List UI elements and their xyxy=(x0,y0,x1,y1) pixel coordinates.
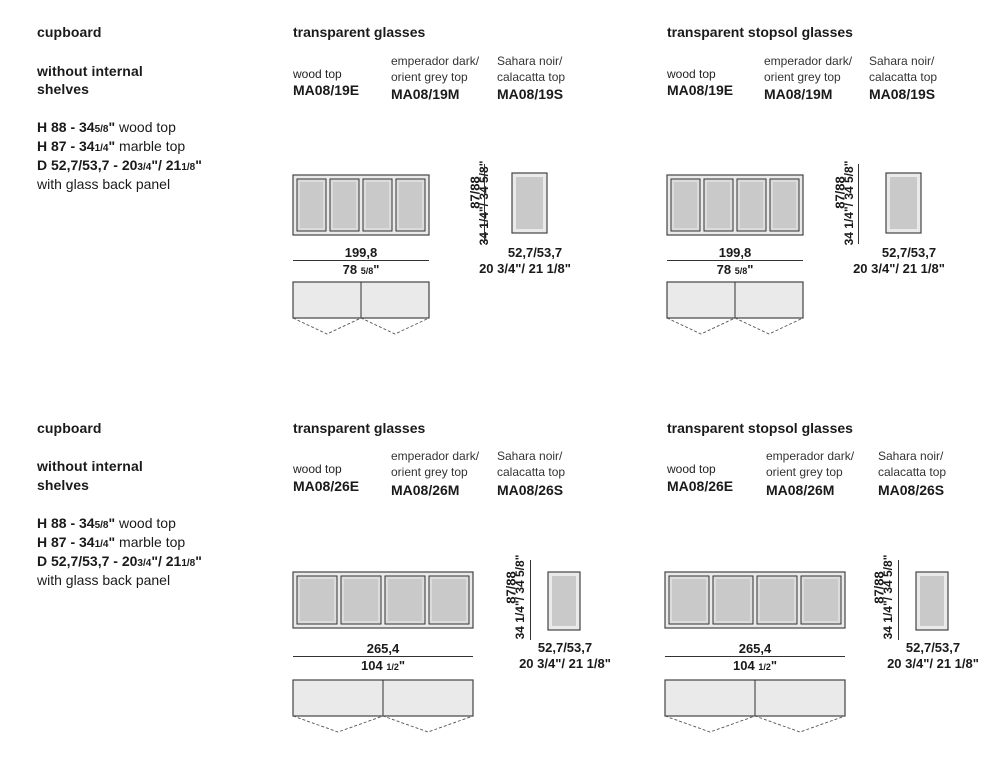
height-dimension-line xyxy=(858,164,859,244)
dimension-line xyxy=(293,260,429,261)
side-view-drawing xyxy=(511,172,548,234)
block-title: cupboard xyxy=(37,24,102,40)
spec-depth: D 52,7/53,7 - 203/4"/ 211/8" xyxy=(37,553,202,569)
emperador-code: MA08/19M xyxy=(391,86,460,102)
block-subtitle: without internal xyxy=(37,458,143,474)
width-inch: 78 5/8" xyxy=(342,262,380,277)
wood-top-label: wood top xyxy=(667,462,716,476)
emperador-label: emperador dark/ xyxy=(766,449,855,463)
dimension-line xyxy=(665,656,845,657)
height-dimension-line xyxy=(898,560,899,640)
group-title: transparent stopsol glasses xyxy=(667,420,853,436)
emperador-label: emperador dark/ xyxy=(391,449,480,463)
depth-inch: 20 3/4"/ 21 1/8" xyxy=(853,261,945,276)
plan-view-drawing xyxy=(292,679,474,733)
side-view-drawing xyxy=(915,571,949,631)
wood-top-code: MA08/26E xyxy=(293,478,360,494)
spec-back-panel: with glass back panel xyxy=(37,572,171,588)
emperador-label: emperador dark/ xyxy=(764,54,853,68)
sahara-label: calacatta top xyxy=(497,70,566,84)
sahara-label: Sahara noir/ xyxy=(878,449,944,463)
block-title: cupboard xyxy=(37,420,102,436)
front-view-drawing xyxy=(666,174,804,236)
group-title: transparent stopsol glasses xyxy=(667,24,853,40)
emperador-label: orient grey top xyxy=(391,465,468,479)
width-cm: 265,4 xyxy=(366,641,400,656)
height-inch: 34 1/4"/ 34 5/8" xyxy=(513,554,527,640)
sahara-label: Sahara noir/ xyxy=(497,449,563,463)
sahara-code: MA08/26S xyxy=(878,482,945,498)
emperador-label: orient grey top xyxy=(766,465,843,479)
spec-h87: H 87 - 341/4" marble top xyxy=(37,534,186,550)
width-cm: 199,8 xyxy=(718,245,752,260)
sahara-label: calacatta top xyxy=(497,465,566,479)
dimension-line xyxy=(293,656,473,657)
emperador-code: MA08/26M xyxy=(391,482,460,498)
depth-inch: 20 3/4"/ 21 1/8" xyxy=(519,656,611,671)
sahara-label: calacatta top xyxy=(878,465,947,479)
block-subtitle: shelves xyxy=(37,81,90,97)
spec-h88: H 88 - 345/8" wood top xyxy=(37,119,176,135)
depth-inch: 20 3/4"/ 21 1/8" xyxy=(479,261,571,276)
depth-cm: 52,7/53,7 xyxy=(507,245,563,260)
wood-top-code: MA08/26E xyxy=(667,478,734,494)
height-inch: 34 1/4"/ 34 5/8" xyxy=(842,160,856,246)
spec-h87: H 87 - 341/4" marble top xyxy=(37,138,186,154)
group-title: transparent glasses xyxy=(293,24,426,40)
width-inch: 104 1/2" xyxy=(360,658,405,673)
sahara-label: Sahara noir/ xyxy=(869,54,935,68)
emperador-label: orient grey top xyxy=(764,70,841,84)
wood-top-label: wood top xyxy=(293,67,342,81)
wood-top-label: wood top xyxy=(667,67,716,81)
spec-back-panel: with glass back panel xyxy=(37,176,171,192)
group-title: transparent glasses xyxy=(293,420,426,436)
spec-h88: H 88 - 345/8" wood top xyxy=(37,515,176,531)
emperador-label: orient grey top xyxy=(391,70,468,84)
sahara-code: MA08/26S xyxy=(497,482,564,498)
dimension-line xyxy=(667,260,803,261)
front-view-drawing xyxy=(292,571,474,629)
depth-cm: 52,7/53,7 xyxy=(905,640,961,655)
plan-view-drawing xyxy=(292,281,430,335)
height-dimension-line xyxy=(530,560,531,640)
block-subtitle: shelves xyxy=(37,477,90,493)
width-cm: 265,4 xyxy=(738,641,772,656)
spec-depth: D 52,7/53,7 - 203/4"/ 211/8" xyxy=(37,157,202,173)
plan-view-drawing xyxy=(664,679,846,733)
height-inch: 34 1/4"/ 34 5/8" xyxy=(881,554,895,640)
depth-cm: 52,7/53,7 xyxy=(881,245,937,260)
sahara-label: calacatta top xyxy=(869,70,938,84)
wood-top-code: MA08/19E xyxy=(667,82,734,98)
sahara-label: Sahara noir/ xyxy=(497,54,563,68)
wood-top-code: MA08/19E xyxy=(293,82,360,98)
sahara-code: MA08/19S xyxy=(497,86,564,102)
height-dimension-line xyxy=(484,164,485,244)
front-view-drawing xyxy=(292,174,430,236)
emperador-code: MA08/26M xyxy=(766,482,835,498)
width-inch: 78 5/8" xyxy=(716,262,754,277)
emperador-label: emperador dark/ xyxy=(391,54,480,68)
front-view-drawing xyxy=(664,571,846,629)
side-view-drawing xyxy=(547,571,581,631)
width-cm: 199,8 xyxy=(344,245,378,260)
width-inch: 104 1/2" xyxy=(732,658,777,673)
plan-view-drawing xyxy=(666,281,804,335)
side-view-drawing xyxy=(885,172,922,234)
emperador-code: MA08/19M xyxy=(764,86,833,102)
sahara-code: MA08/19S xyxy=(869,86,936,102)
block-subtitle: without internal xyxy=(37,63,143,79)
depth-inch: 20 3/4"/ 21 1/8" xyxy=(887,656,979,671)
depth-cm: 52,7/53,7 xyxy=(537,640,593,655)
wood-top-label: wood top xyxy=(293,462,342,476)
